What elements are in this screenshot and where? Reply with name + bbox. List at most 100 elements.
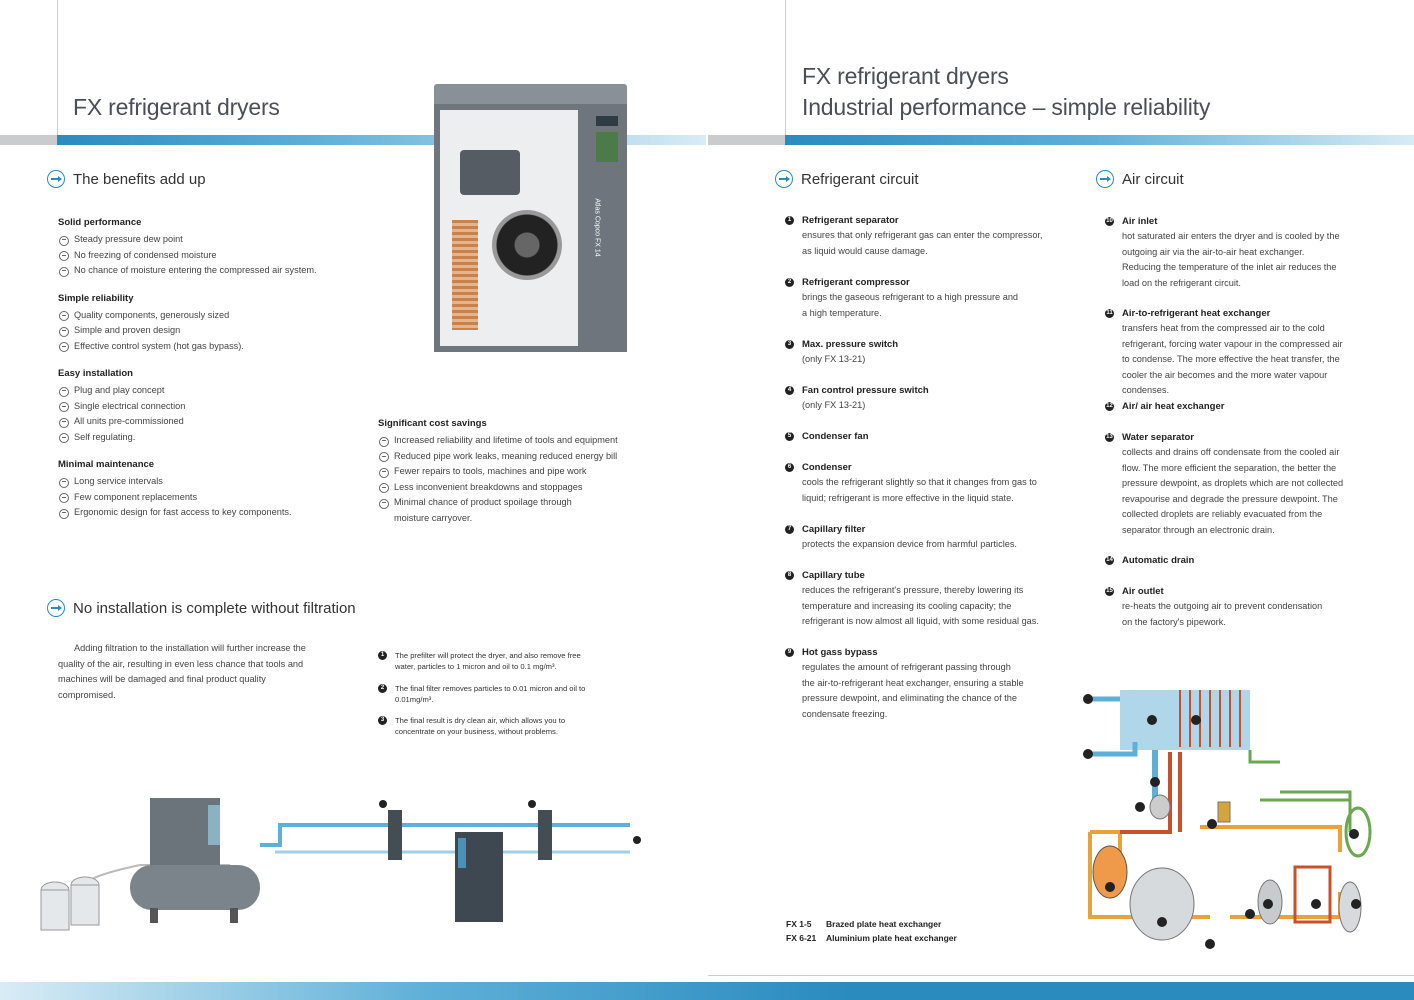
circuit-diagram <box>1083 690 1372 949</box>
item-description: collects and drains off condensate from … <box>1122 447 1344 535</box>
heat-exchanger-legend: FX 1-5 Brazed plate heat exchanger FX 6-2… <box>786 917 957 945</box>
list-item: Steady pressure dew point <box>58 232 358 248</box>
number-badge: 14 <box>1105 556 1114 565</box>
list-item: Simple and proven design <box>58 323 358 339</box>
list-item: Reduced pipe work leaks, meaning reduced… <box>378 449 638 465</box>
benefit-groups: Solid performance Steady pressure dew po… <box>58 217 358 535</box>
refrigerant-heading-text: Refrigerant circuit <box>801 170 919 188</box>
filtration-point-3: 3 The final result is dry clean air, whi… <box>378 715 598 737</box>
arrow-circle-icon <box>775 170 793 188</box>
number-badge: 9 <box>785 648 794 657</box>
filtration-paragraph: Adding filtration to the installation wi… <box>58 643 306 700</box>
list-item: Minimal chance of product spoilage throu… <box>378 495 593 526</box>
item-description: protects the expansion device from harmf… <box>802 539 1017 549</box>
list-item: Few component replacements <box>58 490 358 506</box>
dryer-photo: Atlas Copco FX 14 <box>434 84 627 352</box>
left-header-band <box>0 135 706 145</box>
list-item: Increased reliability and lifetime of to… <box>378 433 638 449</box>
filtration-point-text: The final result is dry clean air, which… <box>395 716 566 736</box>
item-description: regulates the amount of refrigerant pass… <box>802 662 1024 719</box>
list-item: Self regulating. <box>58 430 358 446</box>
number-badge: 1 <box>785 216 794 225</box>
number-badge: 15 <box>1105 587 1114 596</box>
number-badge: 10 <box>1105 217 1114 226</box>
item-description: re-heats the outgoing air to prevent con… <box>1122 601 1323 627</box>
number-badge: 6 <box>785 463 794 472</box>
filtration-section-heading: No installation is complete without filt… <box>47 599 356 617</box>
right-page-margin-line <box>785 0 786 140</box>
arrow-circle-icon <box>47 170 65 188</box>
benefits-heading-text: The benefits add up <box>73 170 206 188</box>
list-item: Single electrical connection <box>58 399 358 415</box>
refrigerant-item-4: 4 Fan control pressure switch (only FX 13… <box>785 385 1045 414</box>
item-name: Capillary tube <box>802 570 865 581</box>
number-badge: 2 <box>785 278 794 287</box>
list-item: Plug and play concept <box>58 383 358 399</box>
legend-model: FX 1-5 <box>786 919 812 929</box>
item-name: Air inlet <box>1122 216 1158 227</box>
number-badge: 2 <box>378 684 387 693</box>
item-name: Hot gass bypass <box>802 647 878 658</box>
item-name: Refrigerant compressor <box>802 277 910 288</box>
item-description: cools the refrigerant slightly so that i… <box>802 477 1037 503</box>
savings-heading: Significant cost savings <box>378 418 487 429</box>
number-badge: 8 <box>785 571 794 580</box>
left-page-title: FX refrigerant dryers <box>73 94 280 120</box>
list-item: All units pre-commissioned <box>58 414 358 430</box>
number-badge: 7 <box>785 525 794 534</box>
refrigerant-item-8: 8 Capillary tube reduces the refrigerant'… <box>785 570 1045 630</box>
refrigerant-item-9: 9 Hot gass bypass regulates the amount of… <box>785 647 1045 722</box>
right-header-band <box>708 135 1414 145</box>
item-description: transfers heat from the compressed air t… <box>1122 323 1343 395</box>
list-item: Ergonomic design for fast access to key … <box>58 505 358 521</box>
footer-band <box>0 982 1414 1000</box>
item-description: (only FX 13-21) <box>802 354 866 364</box>
air-item-10: 10 Air inlet hot saturated air enters the… <box>1105 216 1360 291</box>
list-item: No chance of moisture entering the compr… <box>58 263 358 279</box>
number-badge: 5 <box>785 432 794 441</box>
dryer-brand-label: Atlas Copco FX 14 <box>593 198 601 257</box>
footer-rule <box>708 975 1414 976</box>
refrigerant-item-7: 7 Capillary filter protects the expansion… <box>785 524 1045 553</box>
item-name: Air-to-refrigerant heat exchanger <box>1122 308 1271 319</box>
item-description: (only FX 13-21) <box>802 400 866 410</box>
number-badge: 13 <box>1105 433 1114 442</box>
item-description: reduces the refrigerant's pressure, ther… <box>802 585 1039 626</box>
number-badge: 1 <box>378 651 387 660</box>
item-name: Capillary filter <box>802 524 866 535</box>
right-page-title-line2: Industrial performance – simple reliabil… <box>802 94 1211 120</box>
number-badge: 12 <box>1105 402 1114 411</box>
group-heading: Easy installation <box>58 368 133 379</box>
left-page-margin-line <box>57 0 58 140</box>
filtration-point-text: The prefilter will protect the dryer, an… <box>395 651 581 671</box>
filtration-heading-text: No installation is complete without filt… <box>73 599 356 617</box>
right-page-title-line1: FX refrigerant dryers <box>802 63 1009 89</box>
group-heading: Solid performance <box>58 217 142 228</box>
item-name: Fan control pressure switch <box>802 385 929 396</box>
number-badge: 4 <box>785 386 794 395</box>
arrow-circle-icon <box>47 599 65 617</box>
group-heading: Simple reliability <box>58 292 134 304</box>
legend-text: Aluminium plate heat exchanger <box>826 933 957 943</box>
group-heading: Minimal maintenance <box>58 459 155 470</box>
list-item: Long service intervals <box>58 474 358 490</box>
number-badge: 3 <box>785 340 794 349</box>
cost-savings-group: Significant cost savings Increased relia… <box>378 418 638 540</box>
filtration-point-2: 2 The final filter removes particles to … <box>378 683 598 705</box>
item-name: Water separator <box>1122 432 1194 443</box>
list-item: Less inconvenient breakdowns and stoppag… <box>378 480 638 496</box>
legend-text: Brazed plate heat exchanger <box>826 919 942 929</box>
legend-model: FX 6-21 <box>786 933 817 943</box>
arrow-circle-icon <box>1096 170 1114 188</box>
list-item: Effective control system (hot gas bypass… <box>58 339 358 355</box>
list-item: Fewer repairs to tools, machines and pip… <box>378 464 638 480</box>
item-description: hot saturated air enters the dryer and i… <box>1122 231 1340 288</box>
